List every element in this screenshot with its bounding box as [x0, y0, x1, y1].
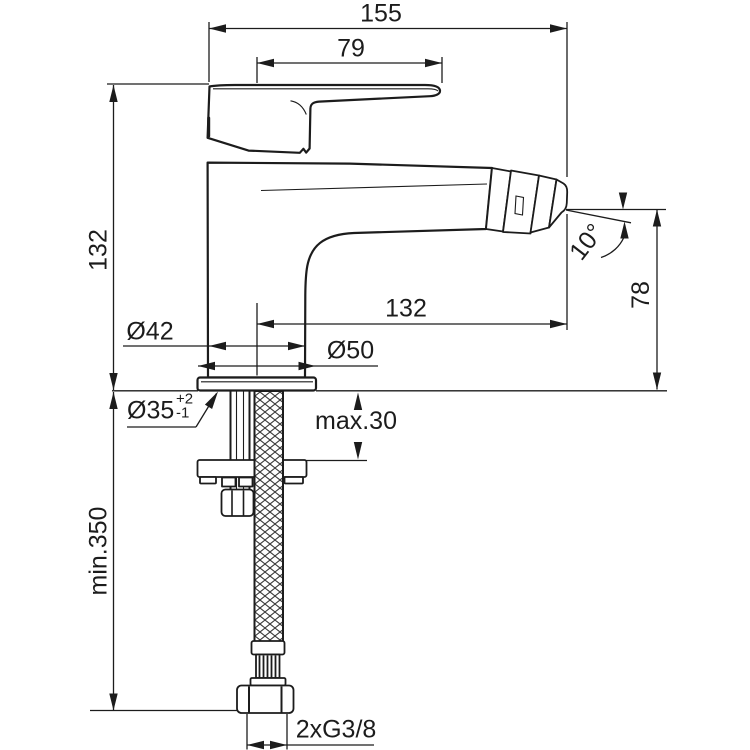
dim-hole-tolerance-minus: -1 — [176, 405, 189, 422]
arrowhead — [298, 361, 316, 371]
hose-ribbed-section — [255, 653, 281, 679]
aerator-tip — [548, 178, 569, 229]
arrowhead — [425, 58, 442, 68]
dim-hole-diameter-label: Ø35 — [127, 397, 174, 425]
arrowhead — [257, 58, 274, 68]
dim-spout-reach-label: 132 — [385, 295, 427, 323]
dim-min-hose-length: min.350 — [85, 392, 237, 712]
dim-total-width-label: 155 — [360, 0, 402, 28]
dim-hole-tolerance-plus: +2 — [176, 391, 193, 408]
arrowhead — [247, 740, 264, 750]
fixing-nut — [220, 488, 255, 517]
dim-max-deck-thickness: max.30 — [306, 392, 397, 462]
arrowhead — [109, 85, 118, 102]
arrowhead — [109, 693, 118, 711]
dim-body-diameter: Ø42 — [123, 318, 305, 351]
dim-spout-height-label: 78 — [627, 281, 655, 309]
dim-min-hose-length-label: min.350 — [85, 507, 113, 596]
arrowhead — [652, 372, 662, 390]
dim-max-deck-thickness-label: max.30 — [315, 407, 397, 435]
arrowhead — [204, 391, 218, 409]
arrowhead — [109, 392, 118, 409]
bracket-foot-right — [283, 476, 304, 485]
dim-height-above-deck-label: 132 — [85, 229, 113, 271]
arrowhead — [353, 442, 363, 460]
rubber-washer-right — [238, 476, 254, 488]
handle-fillet-line — [290, 100, 307, 115]
arrowhead — [209, 24, 226, 33]
dim-handle-length: 79 — [256, 35, 443, 83]
arrowhead — [288, 341, 305, 351]
arrowhead — [652, 209, 662, 227]
dim-handle-length-label: 79 — [337, 35, 365, 63]
arrowhead — [550, 24, 567, 33]
bracket-foot-left — [199, 476, 217, 485]
dim-base-diameter: Ø50 — [198, 337, 378, 371]
mounting-bracket — [196, 459, 308, 478]
dim-total-width: 155 — [208, 0, 568, 177]
dim-body-diameter-label: Ø42 — [126, 318, 173, 346]
spout-aerator — [485, 167, 569, 235]
hose-ferrule — [250, 640, 286, 656]
handle-top-edge-line — [213, 88, 439, 92]
arrowhead — [618, 192, 628, 210]
arrowhead — [209, 341, 226, 351]
rubber-washer-left — [221, 476, 237, 488]
below-deck-hardware — [112, 390, 667, 714]
hose-collar — [249, 677, 287, 687]
aerator-ring-2 — [502, 169, 540, 235]
arrowhead — [620, 221, 629, 239]
arrowhead — [257, 319, 274, 329]
arrowhead — [270, 740, 287, 750]
arrowhead — [198, 361, 215, 371]
arrowhead — [550, 319, 567, 329]
braided-hose — [253, 390, 284, 643]
dim-height-above-deck: 132 — [85, 83, 209, 390]
hose-connection-nut — [236, 684, 295, 714]
dim-base-diameter-label: Ø50 — [327, 337, 374, 365]
body-highlight-line — [260, 183, 488, 192]
dim-supply-connection-label: 2xG3/8 — [296, 716, 377, 744]
aerator-notch — [514, 195, 525, 216]
arrowhead — [353, 392, 363, 410]
dim-spout-reach: 132 — [256, 214, 568, 376]
dim-spout-height: 78 — [566, 208, 666, 390]
base-flange — [196, 376, 318, 392]
dim-supply-connection: 2xG3/8 — [246, 714, 377, 750]
dim-hole-diameter: Ø35 +2 -1 — [127, 391, 218, 428]
arrowhead — [109, 373, 118, 390]
faucet-handle-outline — [206, 83, 442, 154]
